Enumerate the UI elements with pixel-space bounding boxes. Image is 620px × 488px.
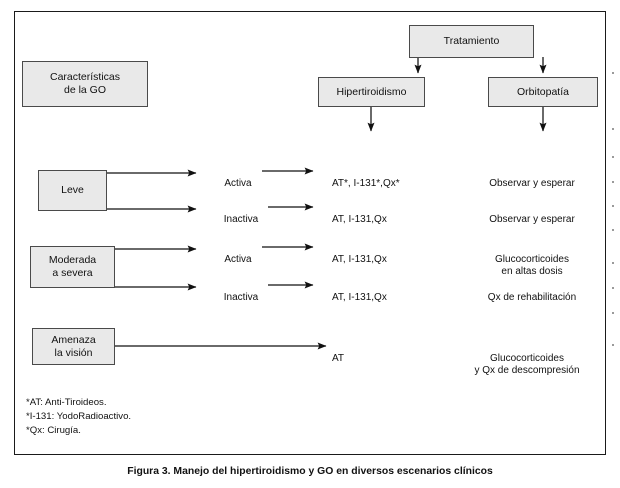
outcome-label-row-2: Observar y esperar xyxy=(467,201,597,226)
node-hipertiroidismo-label: Hipertiroidismo xyxy=(336,85,407,98)
figure-caption: Figura 3. Manejo del hipertiroidismo y G… xyxy=(127,466,493,477)
scan-speckle xyxy=(612,287,614,289)
outcome-text-row-1: Observar y esperar xyxy=(489,177,575,189)
node-moderada-a-severa-label: Moderada a severa xyxy=(48,254,97,279)
activity-text-row-1: Activa xyxy=(224,177,252,189)
node-amenaza-la-vision-label: Amenaza la visión xyxy=(51,333,96,359)
node-amenaza-la-vision[interactable]: Amenaza la visión xyxy=(32,328,115,365)
outcome-label-row-3: Glucocorticoides en altas dosis xyxy=(467,241,597,279)
outcome-label-row-4: Qx de rehabilitación xyxy=(467,279,597,304)
activity-text-row-4: Inactiva xyxy=(223,291,259,303)
outcome-text-row-5: Glucocorticoides y Qx de descompresión xyxy=(474,352,580,377)
outcome-text-row-3: Glucocorticoides en altas dosis xyxy=(495,253,569,278)
treatment-label-row-3: AT, I-131,Qx xyxy=(332,241,452,266)
scan-speckle xyxy=(612,344,614,346)
node-leve-label: Leve xyxy=(61,184,84,196)
scan-speckle xyxy=(612,312,614,314)
activity-label-row-3: Activa xyxy=(213,241,263,266)
treatment-text-row-5: AT xyxy=(332,352,345,364)
node-caracteristicas-go[interactable]: Características de la GO xyxy=(22,61,148,107)
node-moderada-a-severa[interactable]: Moderada a severa xyxy=(30,246,115,288)
node-orbitopatia-label: Orbitopatía xyxy=(517,85,569,98)
scan-speckle xyxy=(612,205,614,207)
treatment-text-row-3: AT, I-131,Qx xyxy=(332,253,387,265)
activity-text-row-2: Inactiva xyxy=(223,213,259,225)
node-leve[interactable]: Leve xyxy=(38,170,107,211)
treatment-label-row-5: AT xyxy=(332,340,452,365)
treatment-text-row-4: AT, I-131,Qx xyxy=(332,291,387,303)
scan-speckle xyxy=(612,128,614,130)
activity-text-row-3: Activa xyxy=(224,253,252,265)
node-orbitopatia[interactable]: Orbitopatía xyxy=(488,77,598,107)
scan-speckle xyxy=(612,156,614,158)
outcome-label-row-1: Observar y esperar xyxy=(467,165,597,190)
activity-label-row-2: Inactiva xyxy=(213,201,269,226)
outcome-text-row-4: Qx de rehabilitación xyxy=(487,291,577,303)
outcome-label-row-5: Glucocorticoides y Qx de descompresión xyxy=(455,340,599,378)
treatment-text-row-1: AT*, I-131*,Qx* xyxy=(332,177,400,189)
outcome-text-row-2: Observar y esperar xyxy=(489,213,575,225)
treatment-label-row-4: AT, I-131,Qx xyxy=(332,279,452,304)
scan-speckle xyxy=(612,181,614,183)
node-tratamiento-label: Tratamiento xyxy=(443,35,500,47)
scan-speckle xyxy=(612,262,614,264)
node-caracteristicas-go-label: Características de la GO xyxy=(49,71,121,96)
scan-speckle xyxy=(612,72,614,74)
scan-speckle xyxy=(612,229,614,231)
node-tratamiento[interactable]: Tratamiento xyxy=(409,25,534,58)
node-hipertiroidismo[interactable]: Hipertiroidismo xyxy=(318,77,425,107)
treatment-label-row-2: AT, I-131,Qx xyxy=(332,201,452,226)
activity-label-row-4: Inactiva xyxy=(213,279,269,304)
footnotes-block: *AT: Anti-Tiroideos. *I-131: YodoRadioac… xyxy=(26,397,132,436)
treatment-label-row-1: AT*, I-131*,Qx* xyxy=(332,165,452,190)
activity-label-row-1: Activa xyxy=(213,165,263,190)
treatment-text-row-2: AT, I-131,Qx xyxy=(332,213,387,225)
